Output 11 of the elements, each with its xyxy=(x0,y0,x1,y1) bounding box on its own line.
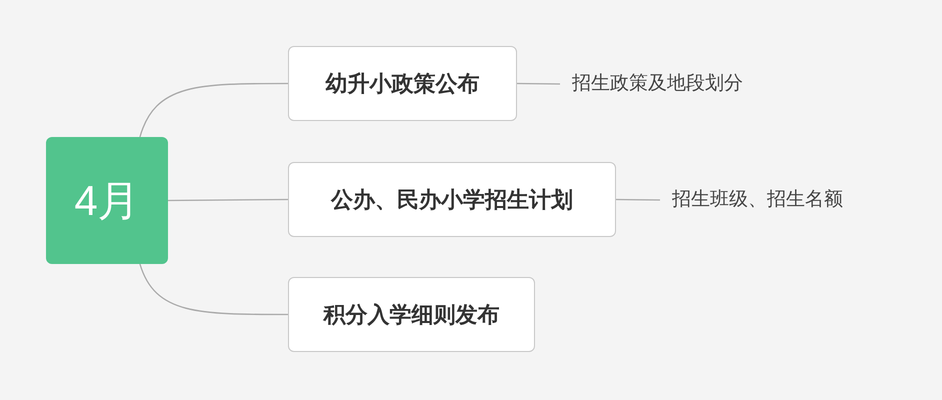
connector-line xyxy=(616,198,660,201)
connector-line xyxy=(139,82,288,138)
connector-line xyxy=(139,264,288,316)
root-topic-box: 4月 xyxy=(46,137,168,264)
topic-box: 积分入学细则发布 xyxy=(288,277,535,352)
connector-line xyxy=(168,198,288,202)
connector-line xyxy=(517,82,560,85)
subtopic-text: 招生班级、招生名额 xyxy=(660,184,890,216)
topic-box: 幼升小政策公布 xyxy=(288,46,517,121)
topic-box: 公办、民办小学招生计划 xyxy=(288,162,616,237)
subtopic-text: 招生政策及地段划分 xyxy=(560,68,790,100)
